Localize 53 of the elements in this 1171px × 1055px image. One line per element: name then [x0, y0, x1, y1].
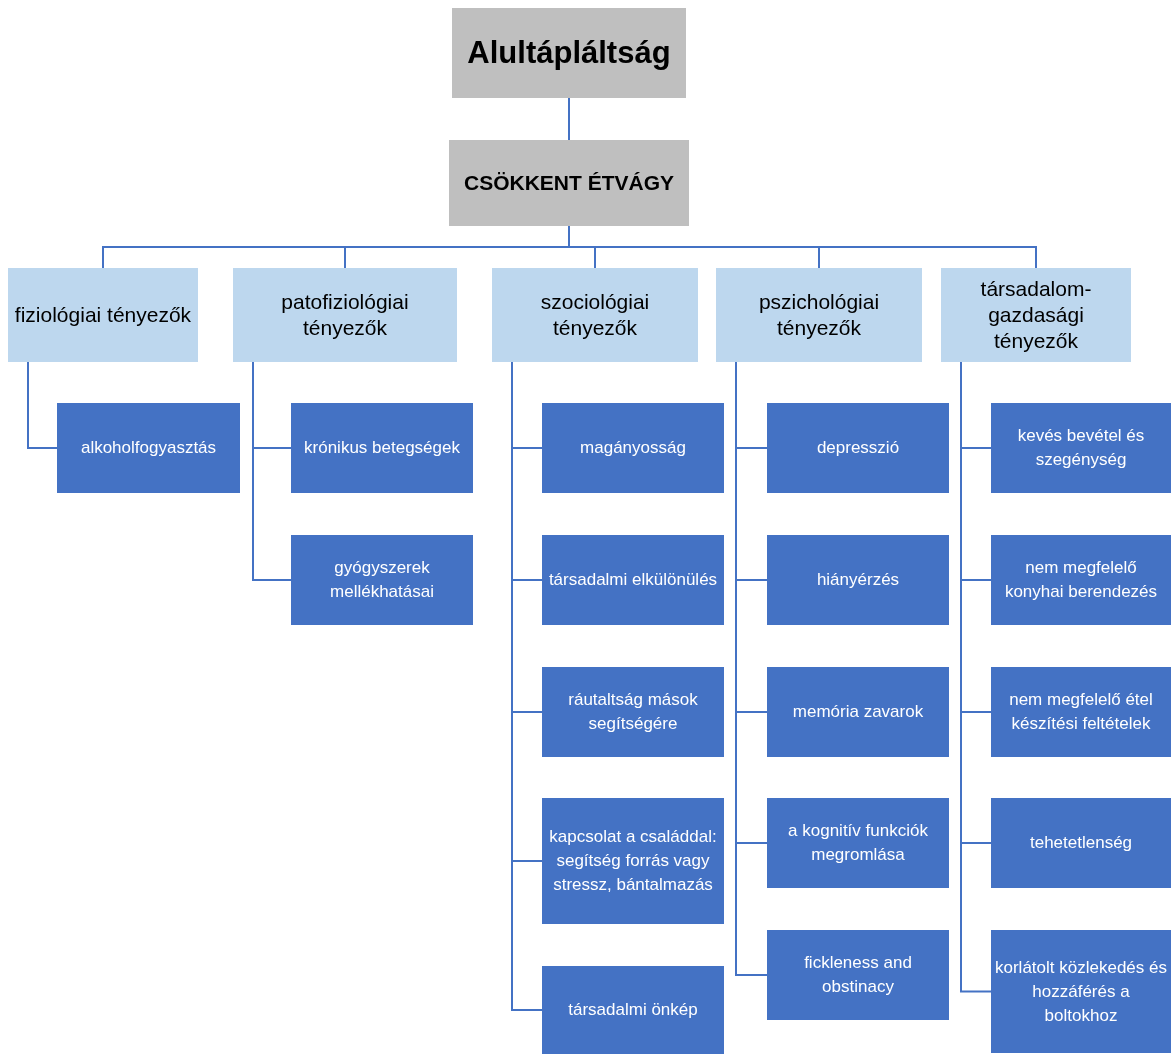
node-text: alkoholfogyasztás [80, 437, 217, 459]
factor-box [991, 798, 1171, 888]
heading-box [449, 140, 689, 226]
connector-line [27, 361, 58, 449]
node-text: társadalmi önkép [568, 999, 698, 1021]
node-text: patofiziológiai tényezők [280, 289, 410, 341]
node-text: Alultápláltság [467, 33, 671, 72]
factor-box [542, 798, 724, 924]
node-text: CSÖKKENT ÉTVÁGY [464, 170, 674, 197]
title-box [452, 8, 686, 98]
node-text: gyógyszerek mellékhatásai [329, 557, 435, 603]
node-text: depresszió [816, 437, 900, 459]
connector-line [252, 361, 292, 581]
node-text: társadalmi elkülönülés [548, 569, 718, 591]
factor-box [291, 403, 473, 493]
factor-box [767, 798, 949, 888]
factor-box [767, 403, 949, 493]
factor-box [542, 535, 724, 625]
node-text: fiziológiai tényezők [14, 302, 192, 328]
node-text: krónikus betegségek [304, 437, 460, 459]
node-text: kevés bevétel és szegénység [1016, 425, 1146, 471]
node-text: fickleness and obstinacy [803, 952, 913, 998]
factor-box [542, 966, 724, 1054]
node-text: memória zavarok [792, 701, 924, 723]
category-box [233, 268, 457, 362]
node-text: kapcsolat a családdal: segítség forrás vagy stressz, bántalmazás [548, 826, 718, 896]
node-text: nem megfelelő étel készítési feltételek [1008, 689, 1154, 735]
factor-box [767, 535, 949, 625]
category-box [8, 268, 198, 362]
node-text: a kognitív funkciók megromlása [787, 820, 929, 866]
node-text: társadalom-gazdasági tényezők [979, 276, 1093, 354]
category-box [492, 268, 698, 362]
factor-box [991, 403, 1171, 493]
factor-box [767, 667, 949, 757]
factor-box [542, 403, 724, 493]
factor-box [767, 930, 949, 1020]
node-text: korlátolt közlekedés és hozzáférés a boltokhoz [995, 956, 1167, 1027]
factor-box [291, 535, 473, 625]
factor-box [991, 667, 1171, 757]
node-text: pszichológiai tényezők [757, 289, 881, 341]
node-text: ráutaltság mások segítségére [567, 689, 699, 735]
node-text: tehetetlenség [1029, 832, 1133, 854]
category-box [716, 268, 922, 362]
connector-line [568, 97, 570, 141]
node-text: nem megfelelő konyhai berendezés [1003, 557, 1159, 603]
node-text: hiányérzés [816, 569, 900, 591]
factor-box [991, 930, 1171, 1053]
category-box [941, 268, 1131, 362]
node-text: magányosság [580, 437, 686, 459]
factor-box [57, 403, 240, 493]
factor-box [542, 667, 724, 757]
factor-box [991, 535, 1171, 625]
node-text: szociológiai tényezők [539, 289, 651, 341]
